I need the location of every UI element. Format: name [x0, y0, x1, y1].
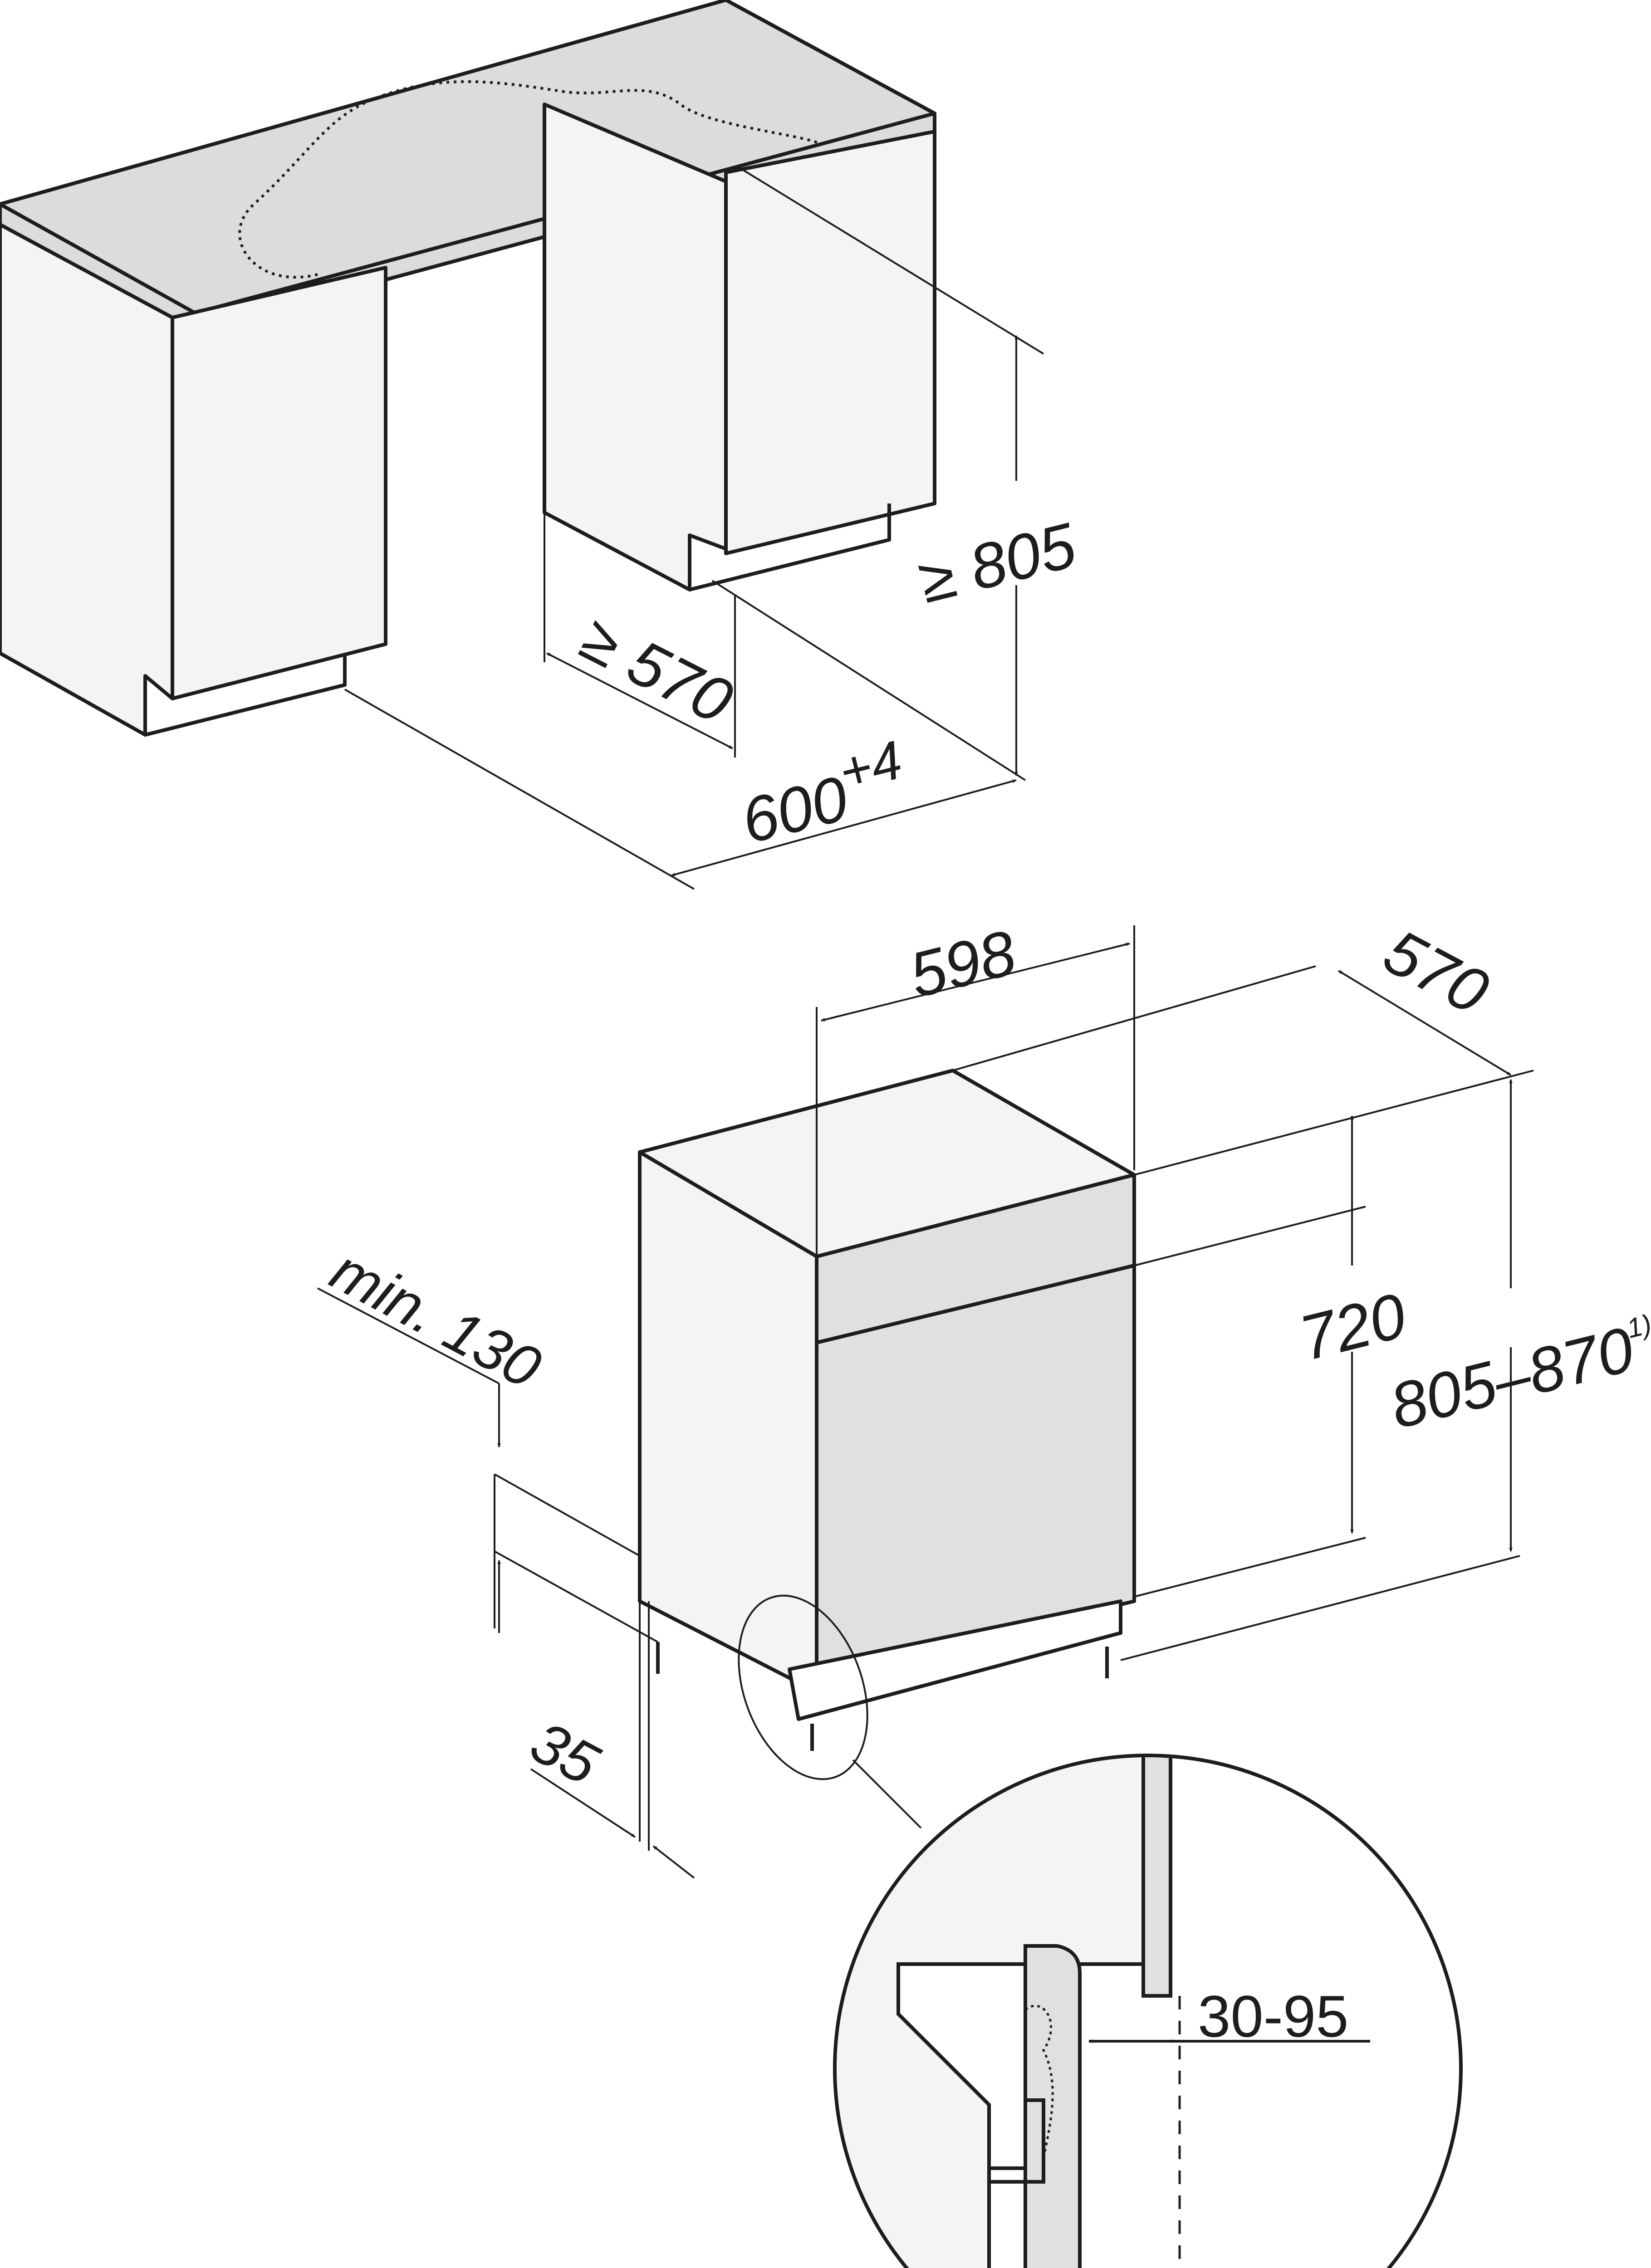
door-height-label: 720	[1293, 1279, 1413, 1374]
niche-width-label: 600+4	[730, 729, 915, 857]
plinth-section	[1024, 1944, 1082, 2268]
plinth-depth-label: 35	[520, 1708, 610, 1798]
niche-depth-label: ≥ 570	[570, 602, 744, 737]
niche-drawing	[0, 0, 936, 737]
total-height-label: 805–8701)	[1383, 1307, 1651, 1442]
door-offset-label: 30-95	[1198, 1983, 1349, 2049]
niche-height-label: ≥ 805	[911, 509, 1083, 616]
plinth-height-label: min. 130	[321, 1237, 552, 1401]
appliance-depth-label: 570	[1373, 915, 1500, 1028]
appliance-width-label: 598	[902, 916, 1023, 1011]
door-panel	[815, 1264, 1136, 1680]
niche-dimensions	[344, 167, 1044, 890]
plinth-base	[788, 1599, 1122, 1721]
right-cabinet	[543, 103, 728, 591]
front-panel-section	[1141, 1757, 1172, 1998]
detail-view	[833, 1754, 1463, 2268]
appliance-dimensions	[317, 925, 1534, 1879]
dishwasher-drawing	[638, 1069, 1136, 1751]
detail-callout-ellipse	[738, 1594, 868, 1780]
